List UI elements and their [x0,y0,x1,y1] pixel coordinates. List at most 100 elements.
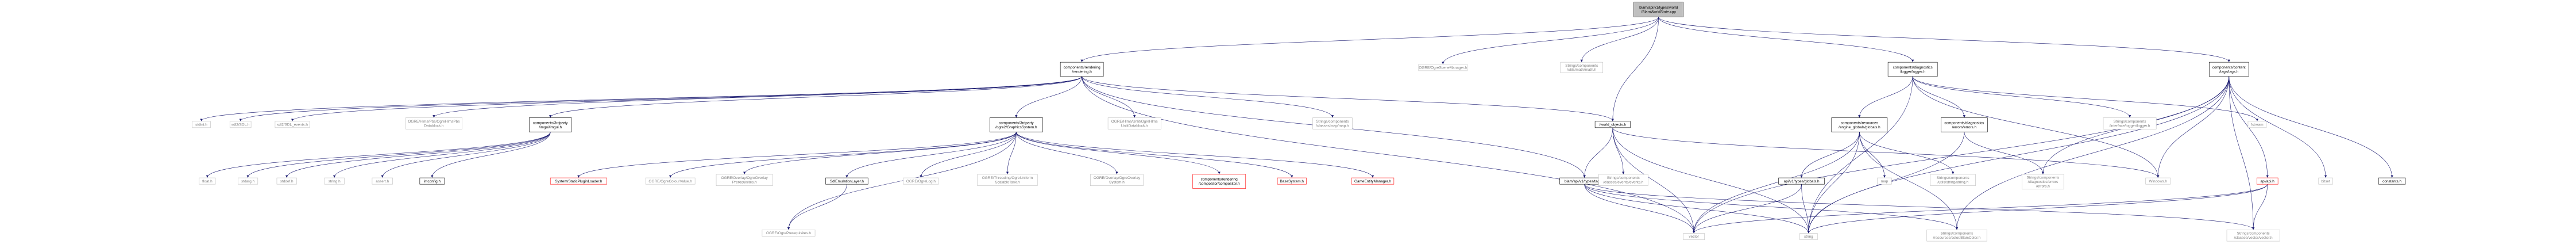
edge-logger-to-strlogger [1912,76,2131,118]
edge-graphicssystem-to-threading [1006,132,1017,174]
node-box-graphicssystem [989,117,1043,132]
node-label-fstream: fstream [2251,123,2263,127]
node-label-compositor: /compositor/compositor.h [1199,182,1240,186]
node-label-graphicssystem: /ogre2/GraphicsSystem.h [995,125,1037,129]
node-basesystem: BaseSystem.h [1277,177,1307,185]
edge-content_tags-to-constants [2229,76,2393,178]
node-box-ogrelog [903,177,939,185]
node-errors[interactable]: components/diagnostics/errors/errors.h [1941,117,1988,132]
edge-rendering-to-imgui [549,76,1082,118]
node-label-hlms: Datablock.h [424,124,443,128]
node-box-basesystem [1277,177,1307,185]
edge-graphicssystem-to-overlaysys [1016,132,1118,174]
edge-graphicssystem-to-overlayprereq [743,132,1017,174]
node-label-logger: /logger/logger.h [1900,70,1926,74]
node-apiglobals[interactable]: api/v1/types/globals.h [1778,177,1825,185]
edge-root-to-logger [1658,17,1914,62]
node-ogrecolour: OGRE/OgreColourValue.h [645,177,696,185]
node-root[interactable]: blam/api/v1/types/world/BlamWorldState.c… [1633,2,1684,17]
edge-sdlemu-to-ogreprereq [787,184,847,230]
edge-blamtags-to-blamcolor [1584,184,1959,230]
node-staticplugin: System/StaticPluginLoader.h [550,177,607,185]
node-box-compositor [1192,174,1246,189]
edge-imgui-to-floath [206,132,551,178]
node-label-hlmsunlit: UnlitDatablock.h [1121,124,1148,128]
edge-blamtags-to-strvector [1584,184,2255,230]
node-label-threading: OGRE/Threading/OgreUniform [982,176,1033,180]
node-label-stringh: string.h [329,180,341,184]
node-box-apih [2256,177,2278,185]
node-label-asserth: assert.h [376,180,389,184]
node-label-strevents: /classes/events/events.h [1603,181,1644,185]
edge-rendering-to-strmap [1082,76,1334,118]
edge-root-to-content_tags [1658,17,2230,62]
edge-rendering-to-sdlevents [291,76,1082,121]
node-stddef: stddef.h [276,177,297,185]
node-box-asserth [372,177,393,185]
node-label-logger: components/diagnostics [1893,66,1933,70]
edge-imgui-to-asserth [381,132,551,178]
node-label-strmap: Strings/components [1316,120,1349,124]
node-label-strmath: Strings/components [1565,64,1598,68]
node-box-ogrescene [1418,64,1467,71]
node-strerrors: Strings/components/diagnostics/errors/er… [2022,174,2064,190]
node-label-imgui: components/3rdparty [533,121,568,125]
node-label-basesystem: BaseSystem.h [1280,180,1304,184]
edge-worldobjects-to-vector [1612,127,1696,234]
node-label-sdlemu: SdlEmulationLayer.h [830,180,864,184]
node-sdl: sdl2/SDL.h [229,121,252,128]
node-label-overlayprereq: OGRE/Overlay/OgreOverlay [721,176,768,180]
node-imconfig[interactable]: imconfig.h [419,177,445,185]
node-stdint: stdint.h [192,121,211,128]
node-rendering[interactable]: components/rendering/rendering.h [1060,62,1104,77]
node-compositor: components/rendering/compositor/composit… [1192,174,1246,189]
edge-content_tags-to-bitset [2229,76,2327,178]
dependency-edges [200,17,2393,234]
node-label-imconfig: imconfig.h [424,180,441,184]
node-box-apiglobals [1778,177,1825,185]
node-label-constants: constants.h [2382,180,2401,184]
node-constants[interactable]: constants.h [2378,177,2406,185]
node-asserth: assert.h [372,177,393,185]
edge-graphicssystem-to-compositor [1016,132,1221,174]
node-logger[interactable]: components/diagnostics/logger/logger.h [1887,62,1938,77]
node-label-apih: api/api.h [2261,180,2275,184]
node-label-strevents: Strings/components [1607,176,1640,180]
node-box-windows [2145,177,2171,185]
node-label-blamcolor: Strings/components [1941,232,1973,236]
edge-engineglobals-to-apiglobals [1800,132,1860,178]
node-imgui[interactable]: components/3rdparty/imgui/imgui.h [529,117,572,132]
node-box-strmath [1560,62,1603,73]
node-fstream: fstream [2247,121,2267,128]
edge-graphicssystem-to-basesystem [1016,132,1293,178]
node-box-stdarg [238,177,258,185]
node-strvector: Strings/components/classes/vector/vector… [2226,230,2280,242]
node-label-strstring: Strings/components [1937,176,1969,180]
node-gameentity: GameEntityManager.h [1351,177,1395,185]
node-box-sdlevents [275,121,310,128]
node-label-strerrors: Strings/components [2026,176,2059,180]
edge-root-to-ogrescene [1442,17,1659,64]
node-sdlemu[interactable]: SdlEmulationLayer.h [825,177,868,185]
node-apih: api/api.h [2256,177,2278,185]
node-label-staticplugin: System/StaticPluginLoader.h [555,180,603,184]
edge-apih-to-string [1807,184,2268,234]
node-label-hlms: OGRE/Hlms/Pbs/OgreHlmsPbs [408,120,459,124]
edge-root-to-worldobjects [1611,17,1659,121]
node-worldobjects[interactable]: /world_objects.h [1594,121,1631,128]
node-label-engineglobals: components/resources [1841,121,1878,125]
node-label-bitset: bitset [2321,180,2330,184]
node-box-floath [199,177,216,185]
node-box-worldobjects [1594,121,1631,128]
node-content_tags[interactable]: components/content/tags/tags.h [2209,62,2249,77]
node-label-strerrors: /errors.h [2036,184,2050,188]
node-engineglobals[interactable]: components/resources/engine_globals/glob… [1831,117,1888,132]
node-label-gameentity: GameEntityManager.h [1354,180,1391,184]
node-string: string [1799,233,1818,240]
node-graphicssystem[interactable]: components/3rdparty/ogre2/GraphicsSystem… [989,117,1043,132]
edge-graphicssystem-to-ogreprereq [787,132,1017,230]
node-label-stdint: stdint.h [195,123,207,127]
edge-rendering-to-sdl [239,76,1082,121]
node-box-logger [1887,62,1938,77]
